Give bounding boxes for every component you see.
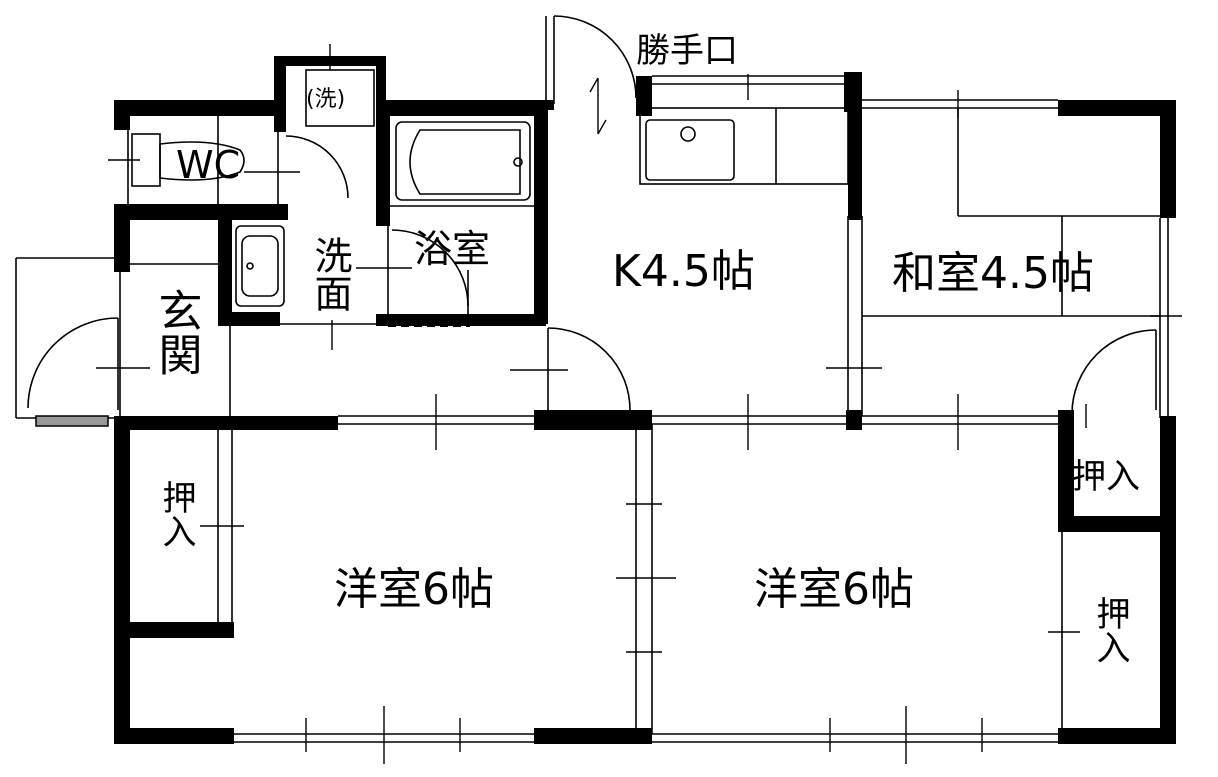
walls bbox=[35, 56, 1176, 744]
senmen-label: 洗面 bbox=[308, 236, 352, 312]
laundry-label: (洗) bbox=[306, 87, 345, 112]
oshiire-left-label: 押入 bbox=[156, 480, 196, 548]
washitsu-label: 和室4.5帖 bbox=[892, 248, 1094, 299]
kitchen-label: K4.5帖 bbox=[612, 246, 755, 297]
yoshitsu-right-label: 洋室6帖 bbox=[754, 564, 914, 615]
sliding-marks bbox=[96, 44, 1182, 764]
bath-label: 浴室 bbox=[414, 227, 490, 271]
yoshitsu-left-label: 洋室6帖 bbox=[334, 564, 494, 615]
back-door-label: 勝手口 bbox=[636, 31, 738, 71]
entrance-label: 玄関 bbox=[151, 288, 202, 376]
fixtures bbox=[131, 121, 531, 307]
door-swings bbox=[27, 15, 1157, 415]
oshiire-right-top-label: 押入 bbox=[1072, 457, 1140, 497]
oshiire-right-bottom-label: 押入 bbox=[1090, 596, 1130, 664]
room-labels: K4.5帖 和室4.5帖 洋室6帖 洋室6帖 浴室 WC (洗) 勝手口 押入 … bbox=[151, 31, 1141, 664]
thin-lines bbox=[15, 69, 1169, 743]
wc-label: WC bbox=[176, 143, 240, 187]
